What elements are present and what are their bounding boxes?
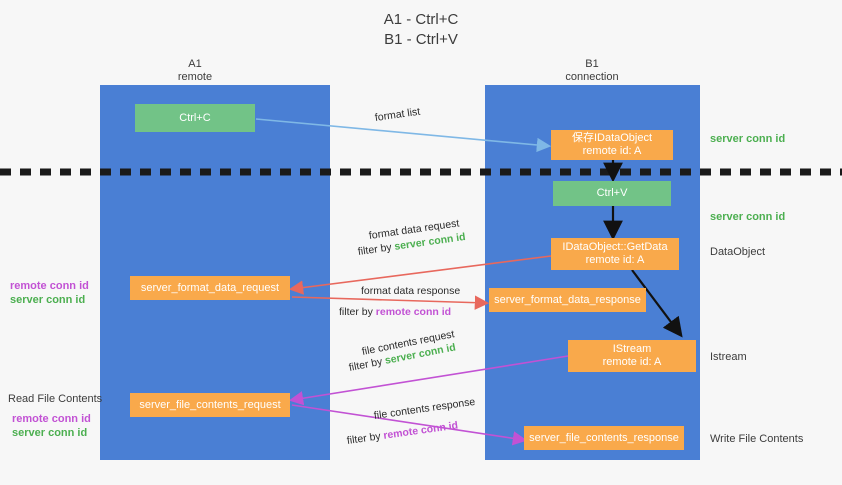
edge-label-format-data-response: format data response xyxy=(361,285,461,297)
node-ctrl-c[interactable]: Ctrl+C xyxy=(135,104,255,132)
column-header-b1: B1 connection xyxy=(512,58,672,84)
node-save-idataobject-label: 保存IDataObject xyxy=(571,132,653,144)
filter-prefix-4: filter by xyxy=(346,429,385,447)
label-server-conn-id-left-bottom: server conn id xyxy=(12,427,88,439)
label-istream: Istream xyxy=(710,351,747,363)
title-line-2: B1 - Ctrl+V xyxy=(384,31,458,48)
node-server-file-contents-request[interactable]: server_file_contents_request xyxy=(130,393,290,417)
label-dataobject: DataObject xyxy=(710,246,766,258)
column-b1-name: B1 xyxy=(585,58,599,70)
label-server-conn-id-left-top: server conn id xyxy=(10,294,86,306)
node-server-file-contents-response-label: server_file_contents_response xyxy=(529,431,679,444)
label-server-conn-id-top: server conn id xyxy=(710,133,786,145)
label-read-file-contents: Read File Contents xyxy=(8,393,103,405)
filter-key-remote-conn-id-1: remote conn id xyxy=(375,306,452,318)
node-save-idataobject[interactable]: 保存IDataObject remote id: A xyxy=(551,130,673,160)
filter-prefix-2: filter by xyxy=(339,306,376,318)
node-save-idataobject-sub: remote id: A xyxy=(582,145,642,157)
title-line-1: A1 - Ctrl+C xyxy=(383,11,459,28)
node-istream-label: IStream xyxy=(612,343,652,355)
filter-prefix-1: filter by xyxy=(357,240,396,258)
node-ctrl-c-label: Ctrl+C xyxy=(179,111,211,124)
node-idataobject-getdata-label: IDataObject::GetData xyxy=(562,241,668,253)
label-remote-conn-id-bottom: remote conn id xyxy=(12,413,91,425)
label-server-conn-id-mid: server conn id xyxy=(710,211,786,223)
label-remote-conn-id-top: remote conn id xyxy=(10,280,89,292)
edge-label-format-data-response-filter: filter by remote conn id xyxy=(339,305,451,319)
node-ctrl-v[interactable]: Ctrl+V xyxy=(553,181,671,206)
node-server-file-contents-response[interactable]: server_file_contents_response xyxy=(524,426,684,450)
page-title: A1 - Ctrl+C B1 - Ctrl+V xyxy=(0,10,842,50)
column-b1-sub: connection xyxy=(565,71,619,83)
filter-prefix-3: filter by xyxy=(347,355,387,374)
node-server-file-contents-request-label: server_file_contents_request xyxy=(139,398,281,411)
node-server-format-data-response[interactable]: server_format_data_response xyxy=(489,288,646,312)
node-idataobject-getdata[interactable]: IDataObject::GetData remote id: A xyxy=(551,238,679,270)
edge-label-file-contents-response: file contents response xyxy=(373,395,476,422)
column-a1-sub: remote xyxy=(177,71,213,83)
node-server-format-data-response-label: server_format_data_response xyxy=(494,293,641,306)
filter-key-remote-conn-id-2: remote conn id xyxy=(382,419,459,442)
edge-label-file-contents-response-filter: filter by remote conn id xyxy=(346,418,459,447)
node-istream-sub: remote id: A xyxy=(602,356,662,368)
node-server-format-data-request-label: server_format_data_request xyxy=(140,281,280,294)
column-header-a1: A1 remote xyxy=(115,58,275,84)
node-istream[interactable]: IStream remote id: A xyxy=(568,340,696,372)
edge-label-format-list: format list xyxy=(374,105,421,124)
node-idataobject-getdata-sub: remote id: A xyxy=(585,254,645,266)
label-write-file-contents: Write File Contents xyxy=(710,433,804,445)
node-ctrl-v-label: Ctrl+V xyxy=(596,187,628,199)
node-server-format-data-request[interactable]: server_format_data_request xyxy=(130,276,290,300)
column-a1-name: A1 xyxy=(188,58,202,70)
